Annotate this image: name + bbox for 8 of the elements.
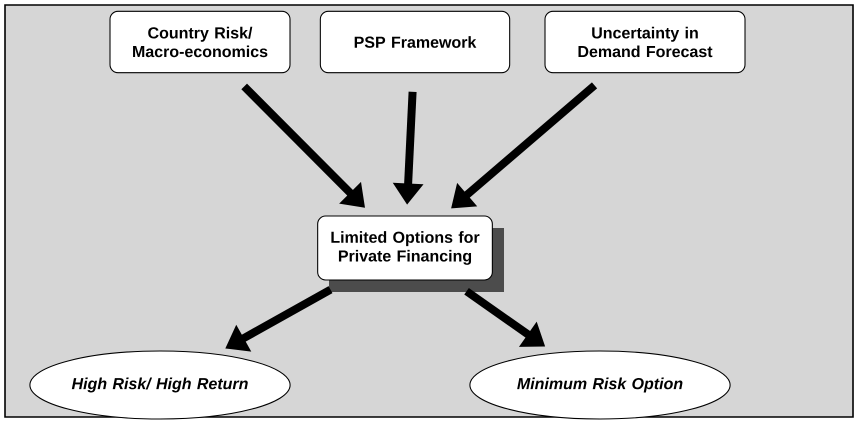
rounded-box: Uncertainty in Demand Forecast (544, 10, 746, 74)
rounded-box: PSP Framework (320, 10, 510, 74)
oval: High Risk/ High Return (29, 350, 291, 420)
node-label: Minimum Risk Option (517, 378, 682, 392)
oval: Minimum Risk Option (469, 350, 731, 420)
node-label: High Risk/ High Return (72, 378, 248, 392)
rounded-box: Limited Options for Private Financing (317, 215, 504, 292)
rounded-box: Country Risk/ Macro-economics (109, 10, 291, 74)
